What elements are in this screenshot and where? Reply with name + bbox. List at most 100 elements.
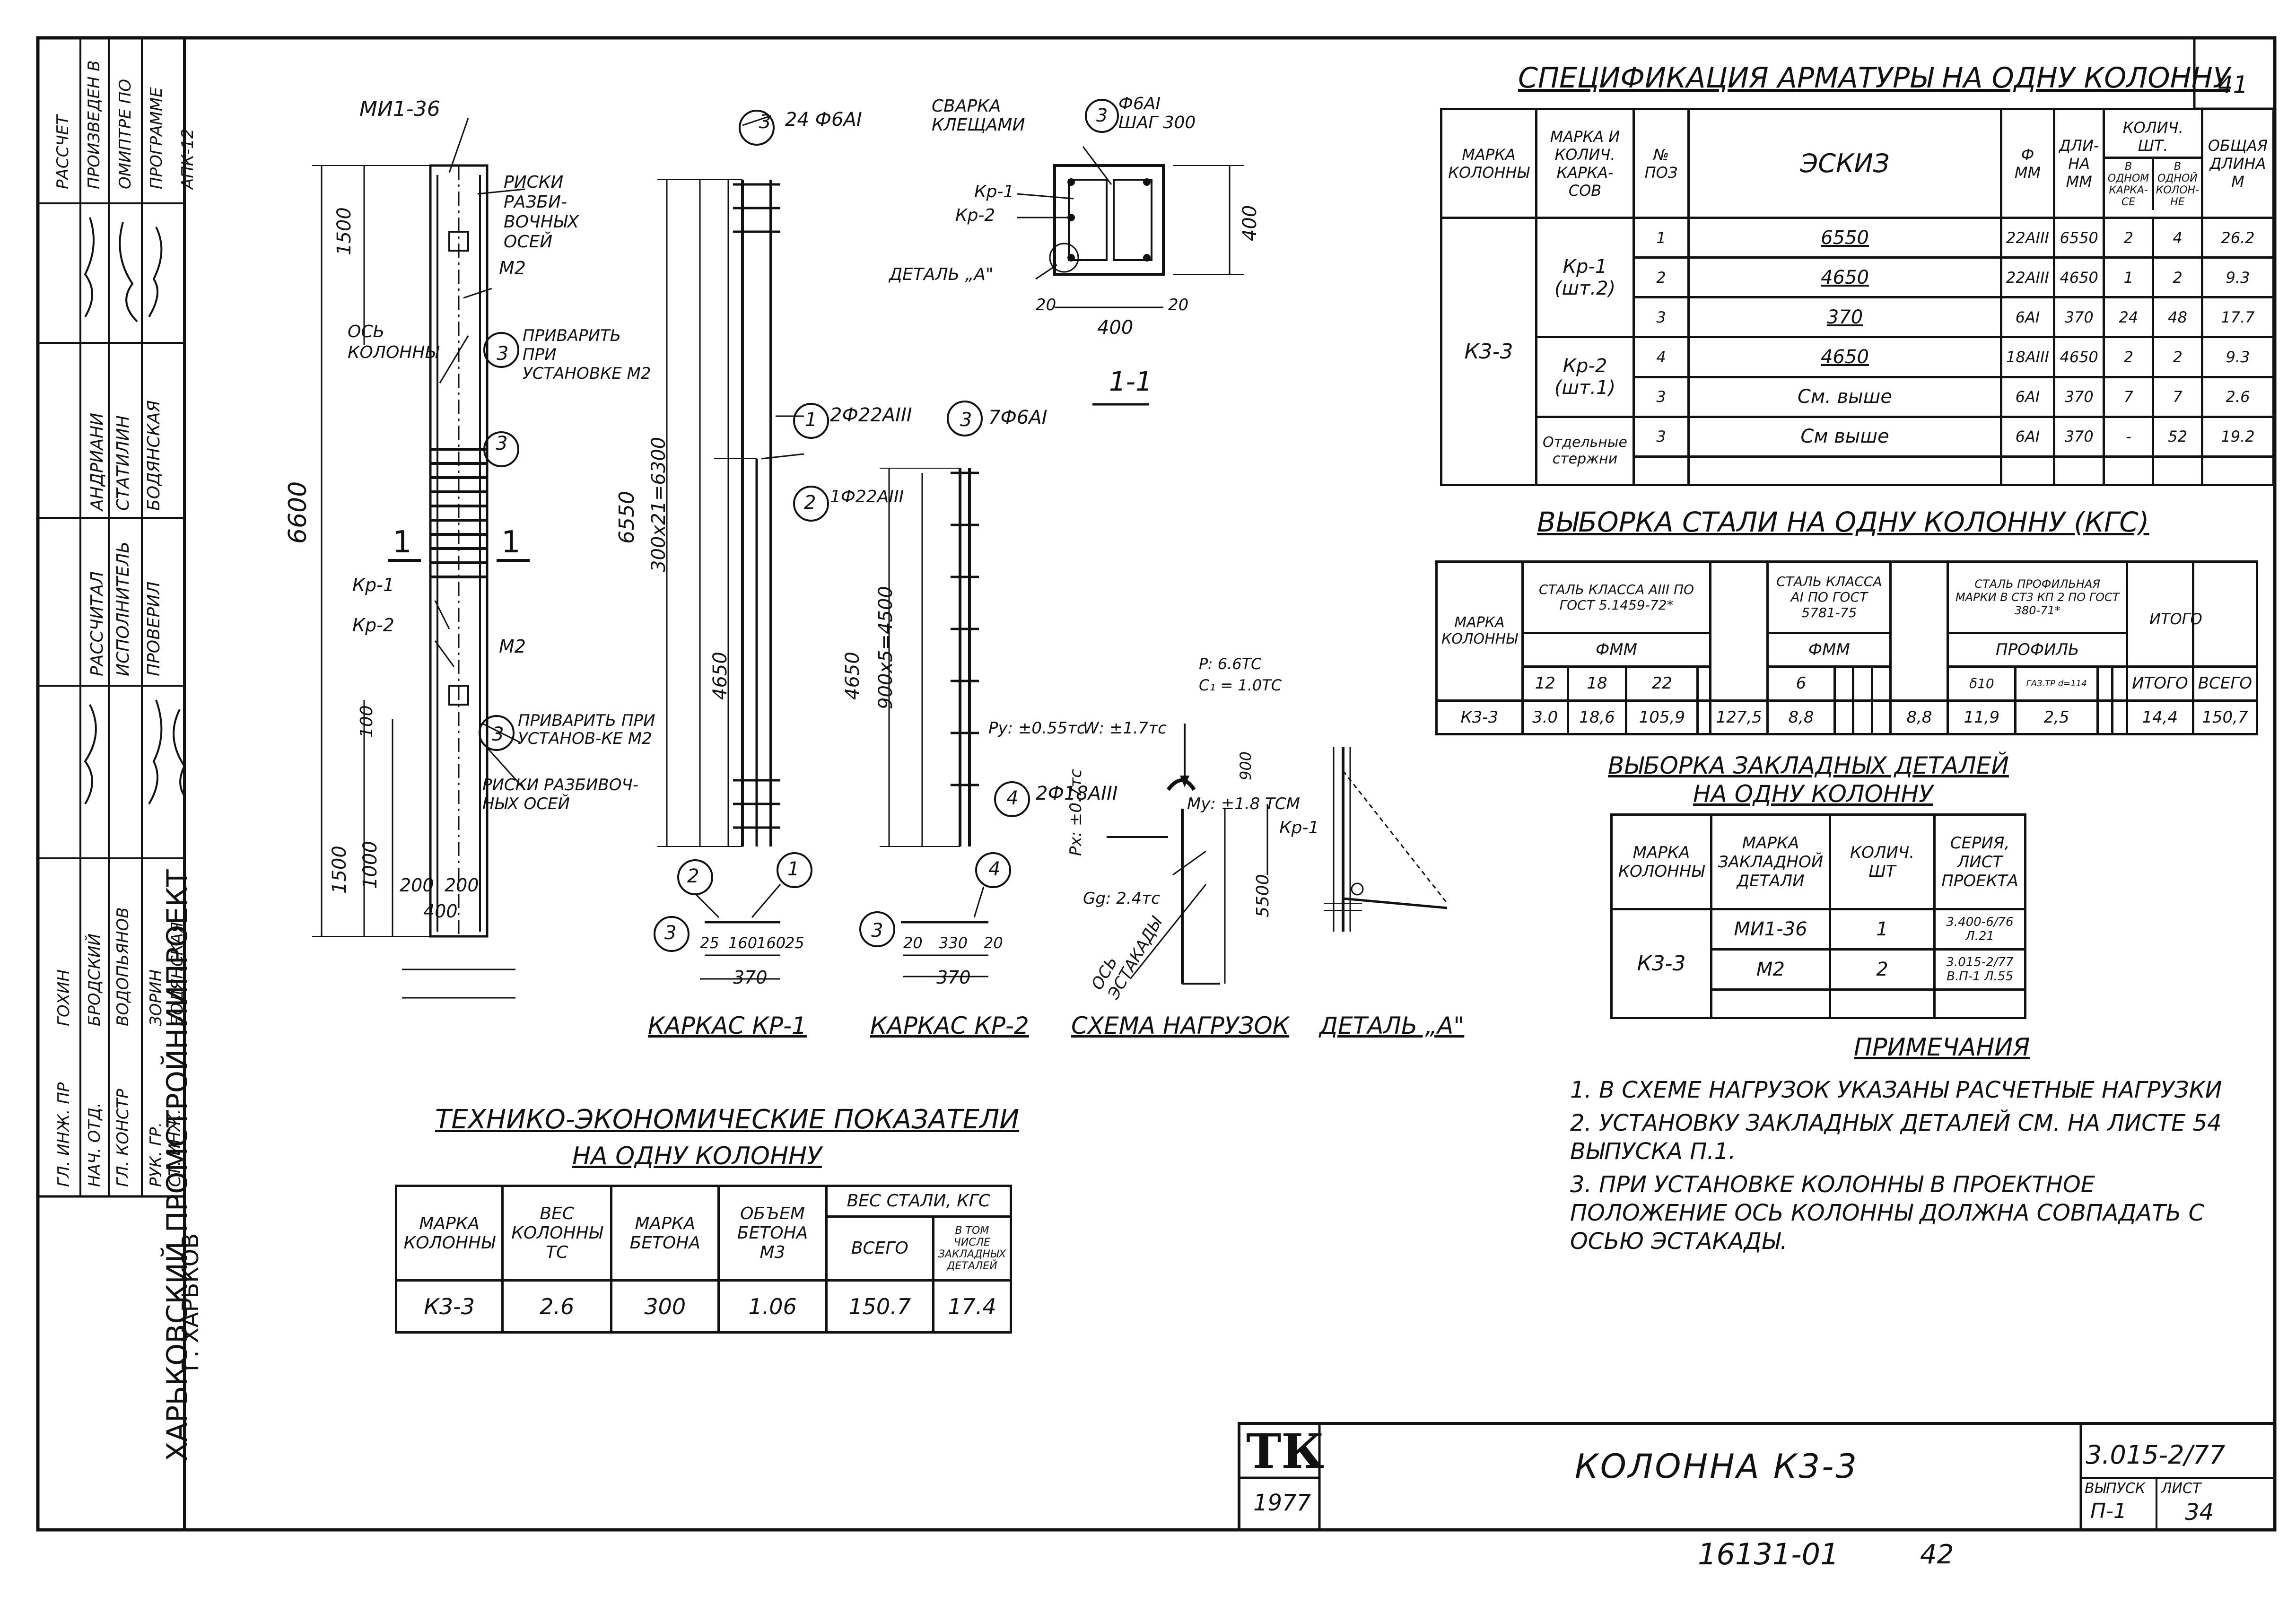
dim-section-20-a: 20 xyxy=(1036,296,1056,314)
load-py: Py: ±0.55тс xyxy=(988,719,1086,738)
dim-4650-kr2: 4650 xyxy=(842,652,864,700)
spec-cell: 6550 xyxy=(2052,216,2105,259)
stamp-name-2: БРОДСКИЙ xyxy=(85,934,104,1026)
tep-cell: 300 xyxy=(610,1279,720,1334)
tep-title-1: ТЕХНИКО-ЭКОНОМИЧЕСКИЕ ПОКАЗАТЕЛИ xyxy=(435,1104,1020,1135)
steel-cell: 11,9 xyxy=(1947,699,2017,736)
label-risks-2: РИСКИ РАЗБИВОЧ-НЫХ ОСЕЙ xyxy=(482,776,639,813)
spec-cell: 2 xyxy=(1633,256,1690,299)
tep-h-volume: ОБЪЕМ БЕТОНА М3 xyxy=(717,1185,828,1282)
spec-cell: 19.2 xyxy=(2201,415,2275,458)
spec-cell: См выше xyxy=(1687,415,2002,458)
steel-h-vsego: ВСЕГО xyxy=(2191,665,2259,702)
title-issue-label: ВЫПУСК xyxy=(2085,1480,2146,1497)
stamp-name-3: ВОДОПЬЯНОВ xyxy=(113,907,132,1026)
steel-h-a3: СТАЛЬ КЛАССА АIII ПО ГОСТ 5.1459-72* xyxy=(1521,560,1712,634)
steel-h-p1: δ10 xyxy=(1947,665,2017,702)
detail-a-drawing xyxy=(1324,747,1448,932)
embed-cell: 3.015-2/77 В.П-1 Л.55 xyxy=(1933,948,2026,991)
embed-title-1: ВЫБОРКА ЗАКЛАДНЫХ ДЕТАЛЕЙ xyxy=(1608,752,2009,779)
title-logo: ТК xyxy=(1246,1423,1325,1479)
dim-1500-top: 1500 xyxy=(333,207,355,255)
spec-cell: 18АIII xyxy=(2000,336,2055,378)
spec-h-group: МАРКА И КОЛИЧ. КАРКА-СОВ xyxy=(1535,108,1635,219)
column-drawings xyxy=(312,99,1268,999)
stamp-name-5: БОДЯНСКАЯ xyxy=(168,922,187,1026)
steel-h-d6: 6 xyxy=(1766,665,1836,702)
spec-cell: 370 xyxy=(2052,375,2105,418)
marker-4: 4 xyxy=(1006,787,1019,809)
bar-label-4: 2Ф18АIII xyxy=(1036,783,1118,804)
steel-title: ВЫБОРКА СТАЛИ НА ОДНУ КОЛОННУ (КГС) xyxy=(1537,506,2149,538)
steel-h-itogo-3: ИТОГО xyxy=(2149,610,2202,628)
spec-cell: 48 xyxy=(2152,296,2203,339)
note-2: 2. УСТАНОВКУ ЗАКЛАДНЫХ ДЕТАЛЕЙ СМ. НА ЛИ… xyxy=(1570,1110,2222,1165)
stamp-role-5: СТ. ИНЖ. xyxy=(166,1109,184,1187)
dim-section-400-v: 400 xyxy=(1239,205,1261,241)
spec-h-pos: № ПОЗ xyxy=(1633,108,1690,219)
load-p: P: 6.6ТС xyxy=(1199,655,1262,673)
footer-page: 42 xyxy=(1920,1539,1954,1570)
spec-cell: См. выше xyxy=(1687,375,2002,418)
spec-cell: 4650 xyxy=(2052,256,2105,299)
steel-table: МАРКА КОЛОННЫ СТАЛЬ КЛАССА АIII ПО ГОСТ … xyxy=(1435,560,2259,736)
spec-cell: 370 xyxy=(2052,415,2105,458)
spec-cell: 24 xyxy=(2103,296,2155,339)
title-name: КОЛОННА К3-3 xyxy=(1575,1447,1859,1486)
marker-4-bottom: 4 xyxy=(988,858,1001,880)
stamp-role-4: РУК. ГР. xyxy=(147,1122,166,1187)
marker-1: 1 xyxy=(805,409,817,431)
steel-mark: К3-3 xyxy=(1435,699,1524,736)
marker-3-kr1: 3 xyxy=(759,111,771,133)
spec-cell: 2 xyxy=(2152,256,2203,299)
title-series: 3.015-2/77 xyxy=(2086,1440,2226,1470)
dim-6600: 6600 xyxy=(284,481,312,544)
load-g: Gg: 2.4тс xyxy=(1083,889,1160,908)
dim-370-kr1: 370 xyxy=(733,967,768,988)
embed-cell: 3.400-6/76 Л.21 xyxy=(1933,908,2026,951)
label-mi1-36: МИ1-36 xyxy=(359,97,440,121)
steel-h-fmm-a3: ФММ xyxy=(1521,631,1712,668)
spec-cell: 9.3 xyxy=(2201,256,2275,299)
tep-h-incl: В ТОМ ЧИСЛЕ ЗАКЛАДНЫХ ДЕТАЛЕЙ xyxy=(932,1215,1013,1282)
spec-cell: 22АIII xyxy=(2000,216,2055,259)
spec-cell: 3 xyxy=(1633,415,1690,458)
sheet-number-top: 41 xyxy=(2218,71,2248,98)
spec-h-n2: В ОДНОЙ КОЛОН-НЕ xyxy=(2156,161,2199,208)
embed-h-detail: МАРКА ЗАКЛАДНОЙ ДЕТАЛИ xyxy=(1710,813,1831,910)
footer-code: 16131-01 xyxy=(1698,1537,1839,1571)
label-axis: ОСЬ КОЛОННЫ xyxy=(348,322,439,362)
embed-h-qty: КОЛИЧ. ШТ xyxy=(1829,813,1936,910)
spec-cell: 4 xyxy=(2152,216,2203,259)
signatures xyxy=(84,217,184,805)
spec-cell: 6АI xyxy=(2000,296,2055,339)
label-section-kr2: Кр-2 xyxy=(955,206,995,225)
dim-200-right: 200 xyxy=(445,875,479,896)
embed-h-mark: МАРКА КОЛОННЫ xyxy=(1610,813,1712,910)
notes-title: ПРИМЕЧАНИЯ xyxy=(1854,1033,2030,1062)
dim-section-400: 400 xyxy=(1097,317,1134,339)
marker-3-kr1-bottom: 3 xyxy=(664,922,677,944)
dim-1500-bottom: 1500 xyxy=(329,846,350,894)
dim-20-b: 20 xyxy=(984,934,1003,952)
dim-370-kr2: 370 xyxy=(936,967,971,988)
spec-cell: 2.6 xyxy=(2201,375,2275,418)
dim-330: 330 xyxy=(939,934,968,952)
spec-cell: 4650 xyxy=(1687,256,2002,299)
spec-cell: 3 xyxy=(1633,296,1690,339)
label-kr2: Кр-2 xyxy=(352,615,394,636)
steel-cell: 150,7 xyxy=(2191,699,2259,736)
spec-cell: 4650 xyxy=(1687,336,2002,378)
steel-h-mark: МАРКА КОЛОННЫ xyxy=(1435,560,1524,702)
steel-cell: 2,5 xyxy=(2014,699,2099,736)
tep-cell: 1.06 xyxy=(717,1279,828,1334)
steel-cell: 127,5 xyxy=(1709,699,1769,736)
steel-h-fmm-a1: ФММ xyxy=(1766,631,1892,668)
steel-cell: 18,6 xyxy=(1566,699,1628,736)
tep-cell: 17.4 xyxy=(932,1279,1013,1334)
tep-h-total: ВСЕГО xyxy=(825,1215,934,1282)
marker-3-kr2-bottom: 3 xyxy=(871,920,883,942)
detail-kr1: Кр-1 xyxy=(1279,818,1319,838)
embed-table: МАРКА КОЛОННЫ МАРКА ЗАКЛАДНОЙ ДЕТАЛИ КОЛ… xyxy=(1610,813,2026,1019)
